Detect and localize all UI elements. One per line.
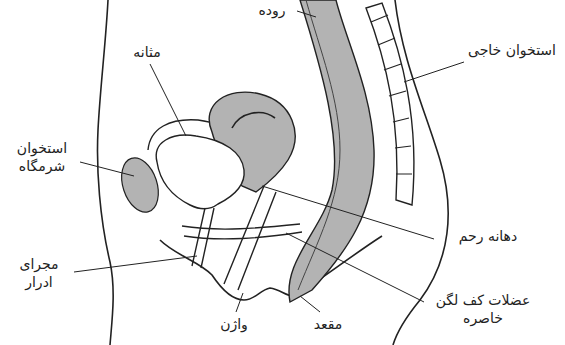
leader-line xyxy=(74,256,197,272)
part-label: مجرای ادرار xyxy=(4,256,74,291)
leader-lines xyxy=(74,11,464,312)
bladder xyxy=(156,135,244,209)
pelvic-floor xyxy=(182,224,302,239)
body-outline xyxy=(98,0,449,345)
leader-line xyxy=(300,296,320,312)
part-label: واژن xyxy=(206,316,262,334)
leader-line xyxy=(236,293,243,312)
pubic-bone xyxy=(115,153,165,217)
perineum-outline xyxy=(160,236,382,300)
part-label: دهانه رحم xyxy=(438,228,538,246)
sacrum-outline xyxy=(366,3,414,205)
rectum-fold xyxy=(298,0,340,290)
part-label: استخوان خاجی xyxy=(468,42,556,60)
leader-line xyxy=(262,186,434,239)
leader-line xyxy=(404,62,464,82)
leader-line xyxy=(286,233,424,302)
uterine-cavity xyxy=(232,113,275,128)
part-label: استخوان شرمگاه xyxy=(4,140,80,175)
sacrum-segments xyxy=(371,15,412,174)
front-outline xyxy=(98,0,114,345)
part-label: روده xyxy=(248,2,296,20)
leader-line xyxy=(80,162,134,176)
part-label: مقعد xyxy=(300,316,356,334)
leader-line xyxy=(150,64,186,136)
part-label: مثانه xyxy=(118,44,176,62)
part-label: عضلات کف لگن خاصره xyxy=(428,292,538,327)
rectum xyxy=(289,0,374,302)
sacrum xyxy=(366,3,414,205)
leader-line xyxy=(297,11,316,17)
